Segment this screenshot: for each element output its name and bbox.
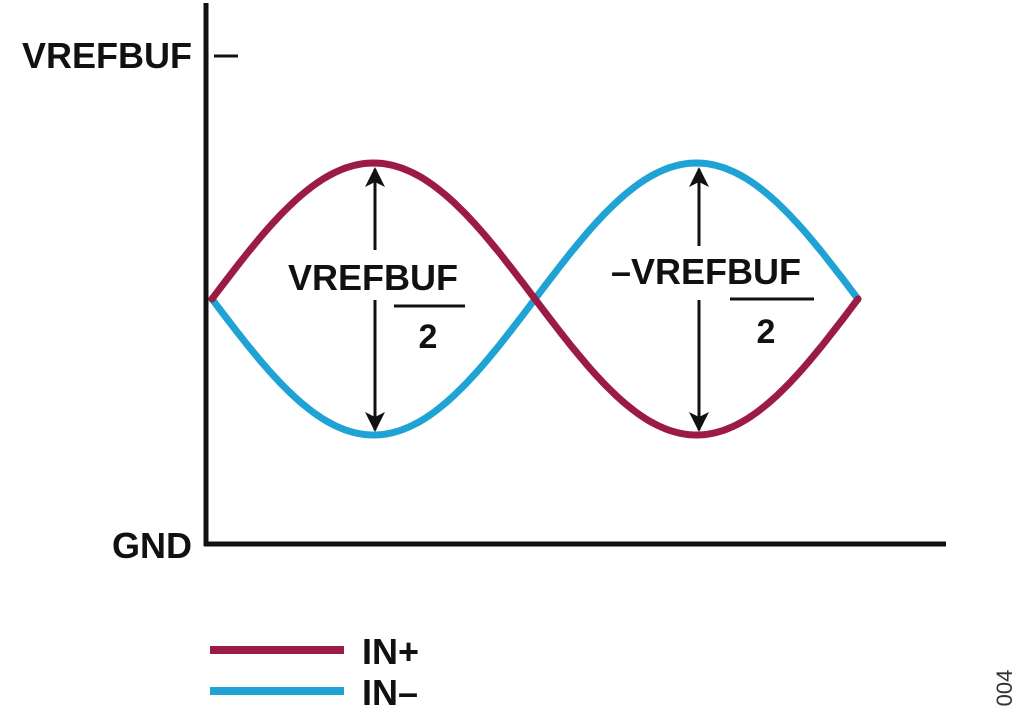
- legend: IN+ IN–: [210, 631, 419, 713]
- figure-number: 004: [992, 670, 1017, 707]
- in-plus-waveform: [208, 159, 862, 439]
- annotation-left-denominator: 2: [419, 318, 438, 356]
- annotation-left-numerator: VREFBUF: [288, 257, 458, 298]
- legend-label-in-minus: IN–: [362, 672, 418, 713]
- annotation-right-backdrop: [598, 246, 812, 292]
- vrefbuf-axis-label: VREFBUF: [22, 35, 192, 76]
- legend-label-in-plus: IN+: [362, 631, 419, 672]
- annotation-right-denominator: 2: [757, 313, 776, 351]
- gnd-axis-label: GND: [112, 525, 192, 566]
- annotation-left-backdrop: [276, 252, 470, 298]
- annotation-right-numerator: –VREFBUF: [611, 251, 801, 292]
